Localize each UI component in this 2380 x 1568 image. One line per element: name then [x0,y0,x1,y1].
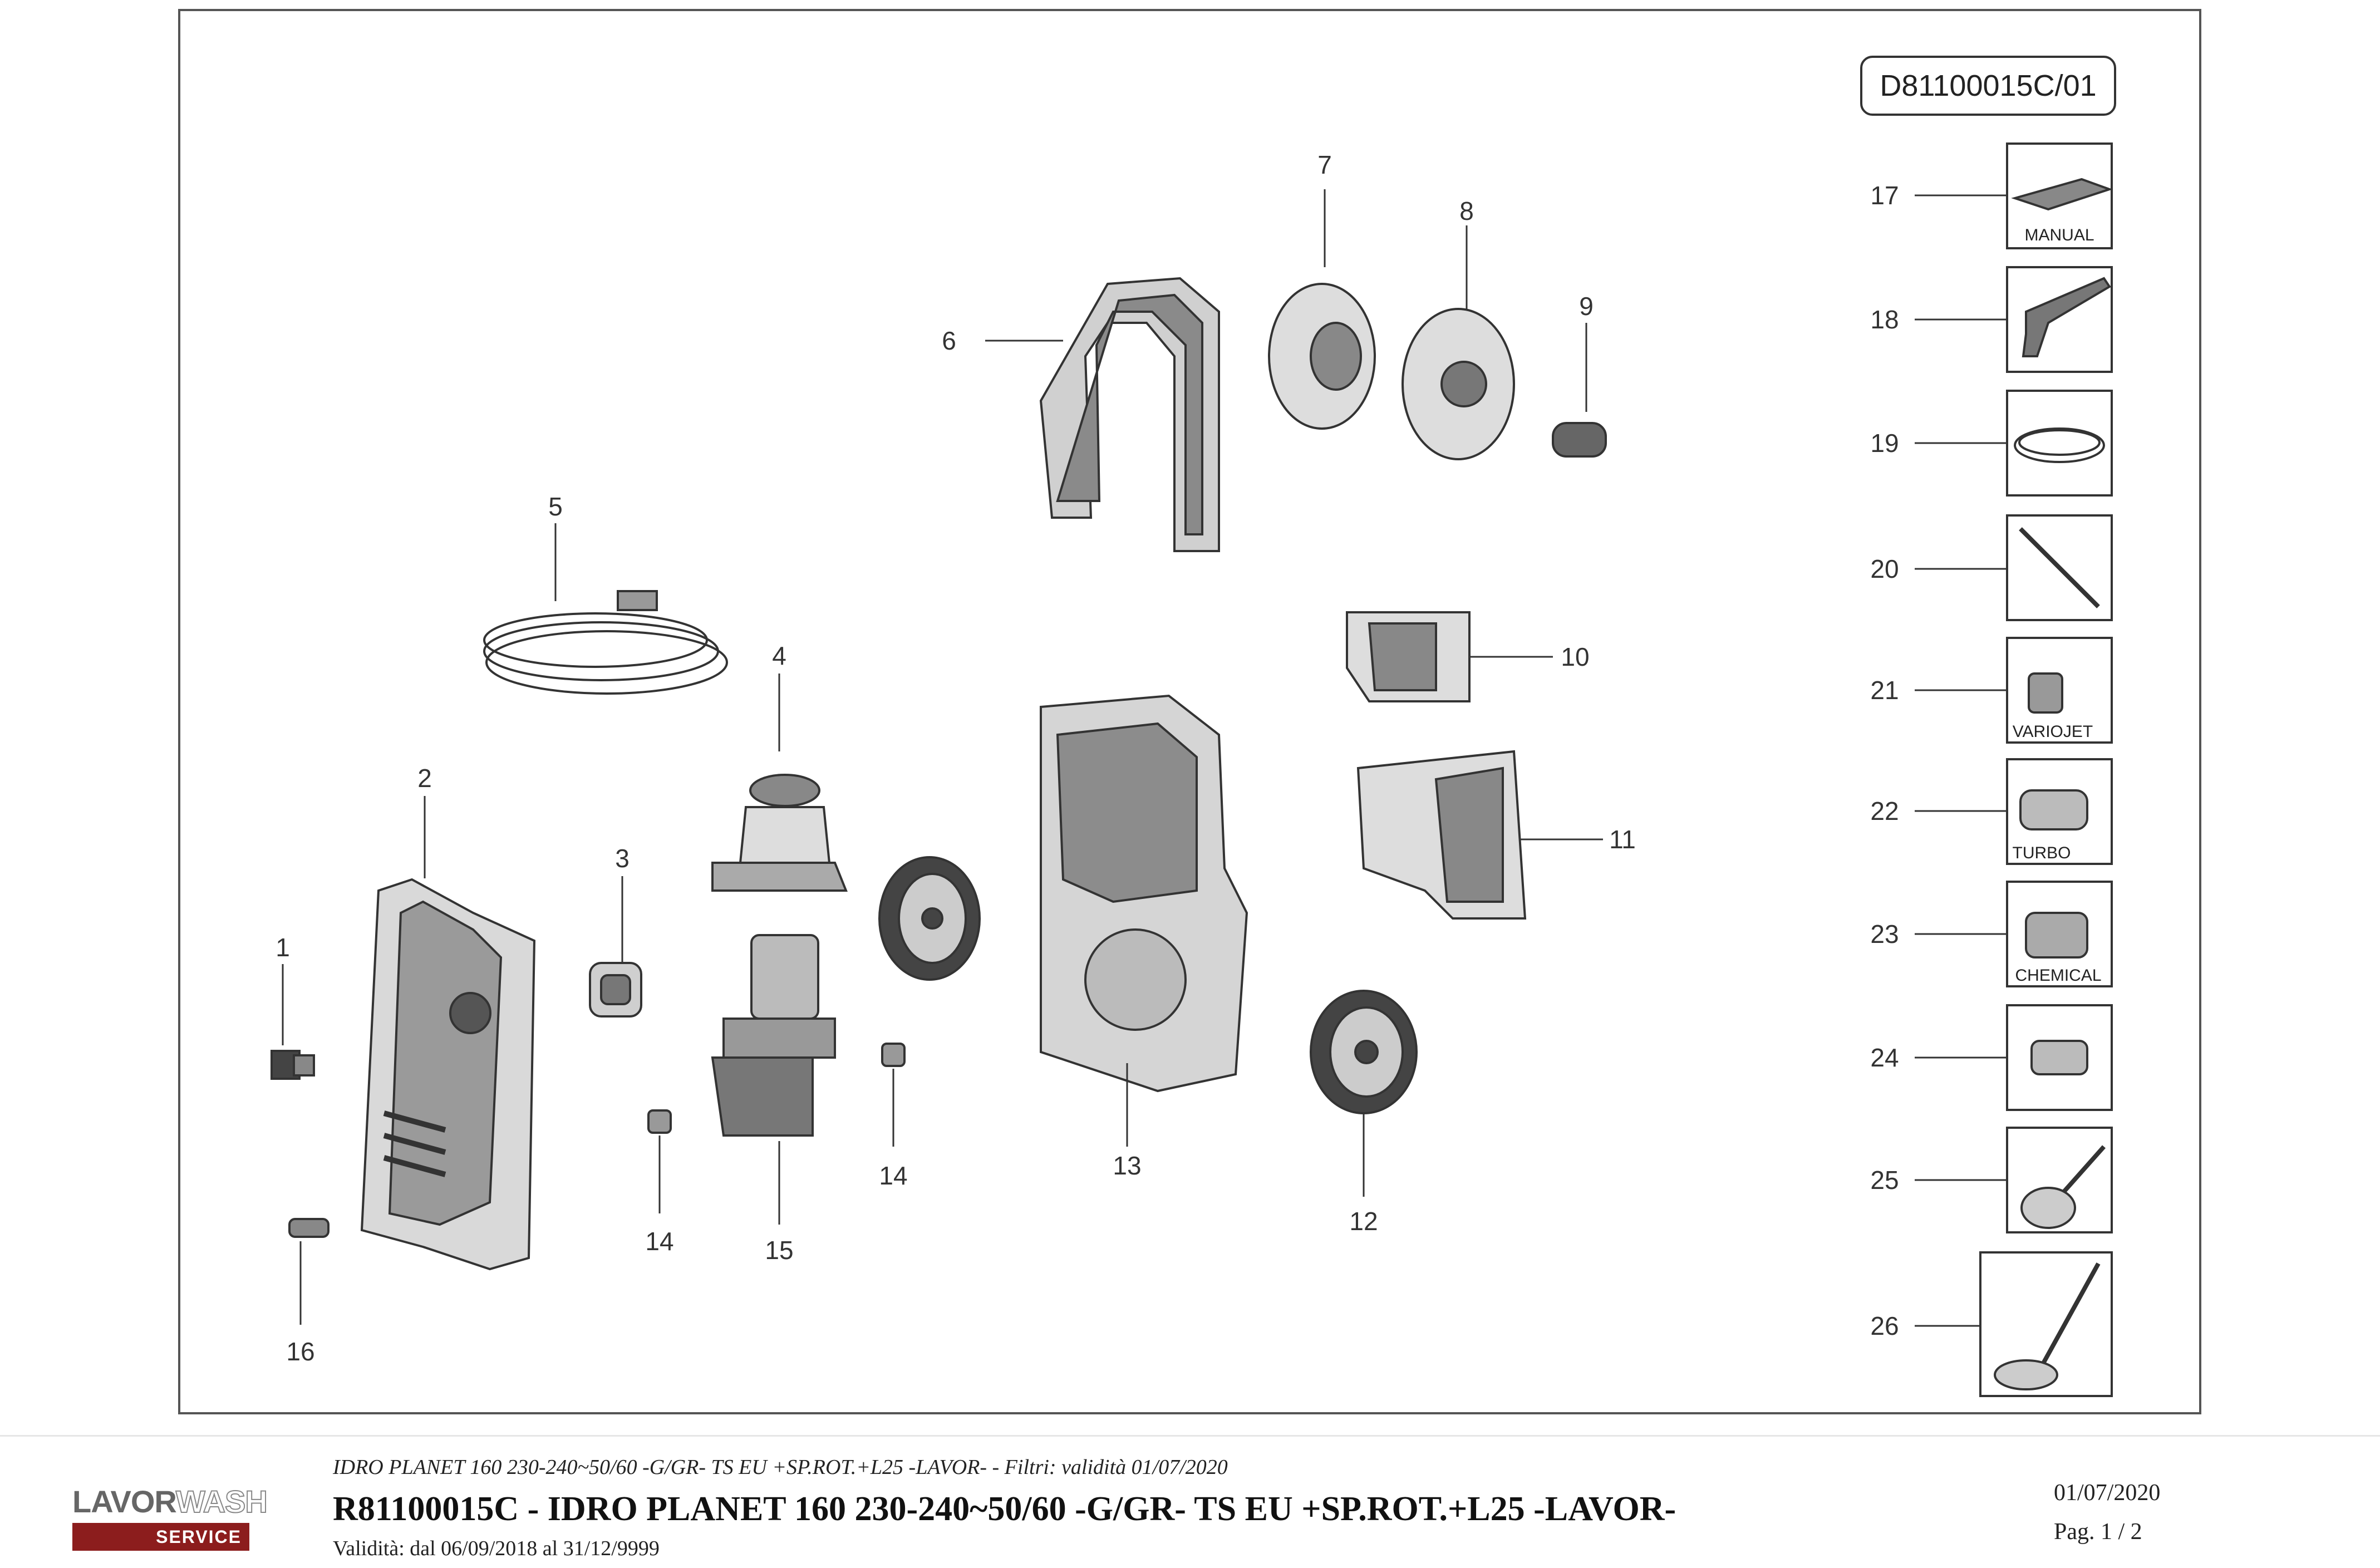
footer-date: 01/07/2020 [2054,1480,2161,1506]
logo-service-bar: SERVICE [72,1523,249,1551]
footer-subtitle: IDRO PLANET 160 230-240~50/60 -G/GR- TS … [333,1456,1228,1479]
accessory-boxes [1979,142,2113,1397]
part-10-switch-housing [1346,611,1471,702]
callout-14-a: 14 [645,1227,673,1256]
callout-5: 5 [548,492,563,521]
callout-8: 8 [1459,196,1474,225]
footer-title: R81100015C - IDRO PLANET 160 230-240~50/… [333,1490,1676,1528]
callout-13: 13 [1113,1151,1141,1180]
part-16-fitting [288,1218,330,1238]
caption-turbo: TURBO [2013,844,2071,862]
callout-10: 10 [1561,642,1589,671]
part-wheel-left [878,856,981,981]
callout-22: 22 [1870,797,1899,825]
leader-lines [282,189,2007,1327]
part-2-front-cover [360,878,536,1271]
callout-12: 12 [1349,1207,1378,1236]
callout-24: 24 [1870,1043,1899,1072]
callout-20: 20 [1870,554,1899,583]
caption-manual: MANUAL [2024,226,2094,244]
callout-4: 4 [772,641,786,670]
callout-11: 11 [1609,825,1636,854]
part-5-power-cable [483,590,728,695]
part-14-cap-b [881,1043,906,1067]
part-15-motor-pump [711,934,836,1137]
callout-25: 25 [1870,1166,1899,1195]
callout-9: 9 [1579,292,1594,321]
callout-7: 7 [1317,150,1332,179]
part-3-grip [589,962,642,1018]
callout-17: 17 [1870,181,1899,210]
callout-14-b: 14 [879,1161,907,1190]
accessory-captions: MANUAL VARIOJET TURBO CHEMICAL [2013,226,2102,985]
callout-23: 23 [1870,920,1899,948]
accessory-icons [1994,178,2113,1390]
part-1-switch [271,1050,315,1080]
callout-19: 19 [1870,429,1899,458]
callout-2: 2 [417,764,432,793]
caption-chemical: CHEMICAL [2015,966,2101,985]
part-7-reel-disc [1268,283,1376,430]
callout-numbers: 1 2 3 4 5 6 7 8 9 10 11 12 13 14 14 15 1… [276,150,1899,1366]
callout-21: 21 [1870,676,1899,705]
part-11-hose-holder [1356,750,1527,920]
lavorwash-logo: LAVORWASH SERVICE [72,1483,268,1555]
part-8-reel-disc [1402,308,1515,460]
callout-18: 18 [1870,305,1899,334]
part-13-chassis [1040,694,1248,1093]
footer-separator [0,1435,2380,1437]
document-code: D81100015C/01 [1860,56,2116,116]
callout-16: 16 [286,1337,314,1366]
footer-validity: Validità: dal 06/09/2018 al 31/12/9999 [333,1537,660,1560]
diagram-frame [178,9,2201,1414]
part-14-cap-a [647,1109,672,1134]
callout-3: 3 [615,844,630,873]
logo-wordmark: LAVORWASH [72,1483,268,1520]
callout-1: 1 [276,933,290,962]
callout-6: 6 [942,326,956,355]
callout-26: 26 [1870,1311,1899,1340]
part-6-handle [1039,277,1220,552]
part-4-tank [711,774,848,892]
callout-15: 15 [765,1236,793,1265]
part-12-wheel [1310,990,1418,1114]
part-9-knob [1552,422,1607,458]
caption-variojet: VARIOJET [2013,722,2093,741]
footer-page-number: Pag. 1 / 2 [2054,1519,2142,1545]
